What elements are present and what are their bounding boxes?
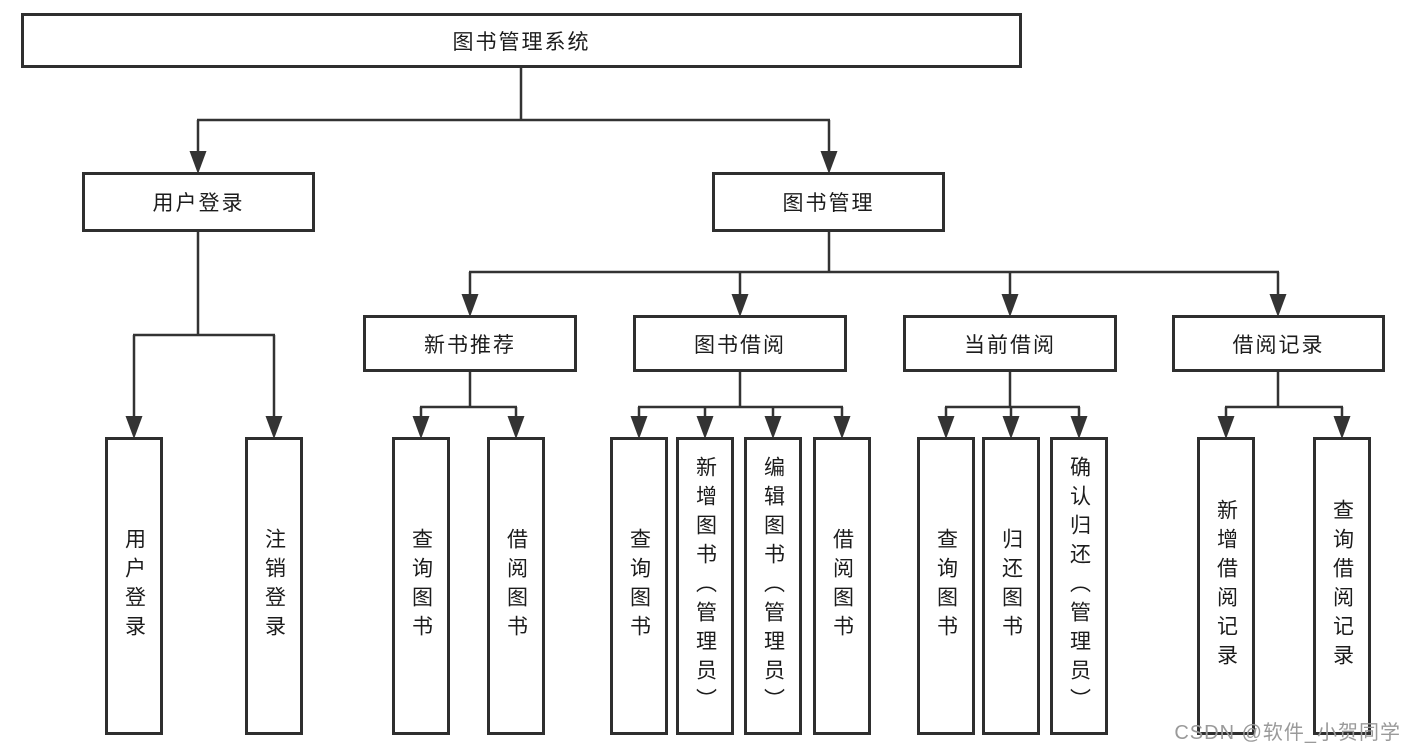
node-label: 图书借阅 <box>694 333 786 357</box>
leaf-confirm-return-admin: 确认归还（管理员） <box>1050 437 1108 735</box>
leaf-borrow-books: 借阅图书 <box>487 437 545 735</box>
leaf-return-books: 归还图书 <box>982 437 1040 735</box>
node-current-borrow: 当前借阅 <box>903 315 1117 372</box>
node-label: 图书管理 <box>782 192 875 215</box>
leaf-query-borrow-record: 查询借阅记录 <box>1313 437 1371 735</box>
leaf-add-borrow-record: 新增借阅记录 <box>1197 437 1255 735</box>
node-label: 确认归还（管理员） <box>1067 455 1091 717</box>
node-label: 当前借阅 <box>964 333 1056 357</box>
leaf-add-books-admin: 新增图书（管理员） <box>676 437 734 735</box>
leaf-borrow-books: 借阅图书 <box>813 437 871 735</box>
leaf-query-books: 查询图书 <box>610 437 668 735</box>
node-label: 新增借阅记录 <box>1214 499 1238 673</box>
node-label: 查询借阅记录 <box>1330 499 1354 673</box>
leaf-query-books: 查询图书 <box>392 437 450 735</box>
node-label: 编辑图书（管理员） <box>761 455 785 717</box>
leaf-user-login: 用户登录 <box>105 437 163 735</box>
leaf-query-books: 查询图书 <box>917 437 975 735</box>
node-label: 查询图书 <box>934 528 958 644</box>
node-book-management: 图书管理 <box>712 172 945 232</box>
node-label: 归还图书 <box>999 528 1023 644</box>
node-label: 用户登录 <box>152 192 245 215</box>
node-label: 借阅记录 <box>1232 333 1325 357</box>
node-label: 用户登录 <box>122 528 146 644</box>
leaf-logout: 注销登录 <box>245 437 303 735</box>
csdn-watermark: CSDN @软件_小贺同学 <box>1174 722 1401 744</box>
node-system-root: 图书管理系统 <box>21 13 1022 68</box>
node-new-book-recommend: 新书推荐 <box>363 315 577 372</box>
arrowheads <box>125 151 1351 439</box>
node-label: 借阅图书 <box>830 528 854 644</box>
node-book-borrow: 图书借阅 <box>633 315 847 372</box>
node-label: 新增图书（管理员） <box>693 455 717 717</box>
node-label: 注销登录 <box>262 528 286 644</box>
node-user-login: 用户登录 <box>82 172 315 232</box>
node-label: 图书管理系统 <box>452 30 591 54</box>
node-label: 新书推荐 <box>424 333 516 357</box>
leaf-edit-books-admin: 编辑图书（管理员） <box>744 437 802 735</box>
node-label: 查询图书 <box>409 528 433 644</box>
node-label: 查询图书 <box>627 528 651 644</box>
node-borrow-records: 借阅记录 <box>1172 315 1385 372</box>
node-label: 借阅图书 <box>504 528 528 644</box>
